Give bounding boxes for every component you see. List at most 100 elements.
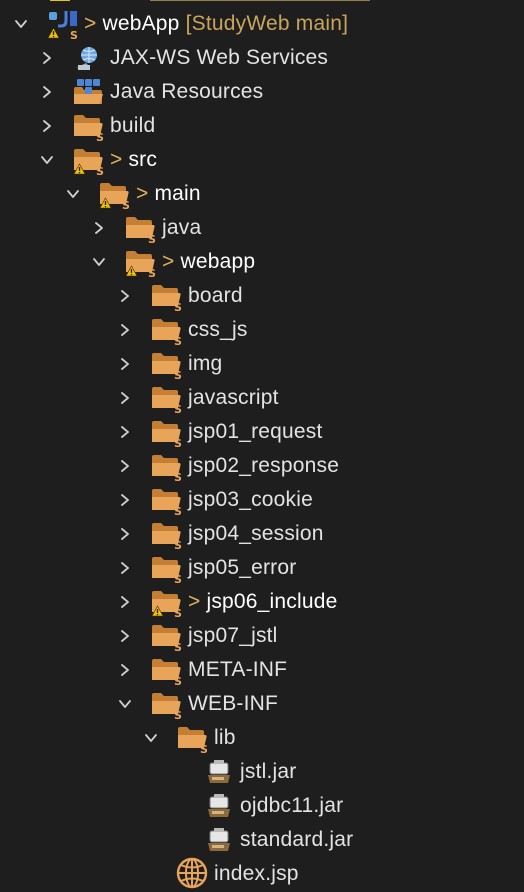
tree-item-webapp[interactable]: S >webApp [StudyWeb main] bbox=[0, 7, 524, 41]
tree-item-src[interactable]: S>src bbox=[0, 143, 524, 177]
chevron-right-icon[interactable] bbox=[40, 51, 54, 65]
tree-item-label: ojdbc11.jar bbox=[240, 794, 343, 818]
svg-text:S: S bbox=[174, 369, 182, 379]
tree-item-ojdbc11-jar[interactable]: ojdbc11.jar bbox=[0, 789, 524, 823]
tree-item-label: JAX-WS Web Services bbox=[110, 46, 328, 70]
jar-icon bbox=[202, 791, 236, 821]
git-dirty-marker: > bbox=[110, 148, 123, 171]
svg-text:S: S bbox=[174, 709, 182, 719]
project-icon: S bbox=[46, 9, 80, 39]
chevron-right-icon[interactable] bbox=[118, 561, 132, 575]
folder-icon: S bbox=[72, 145, 106, 175]
chevron-right-icon[interactable] bbox=[118, 289, 132, 303]
tree-item-label: jsp05_error bbox=[188, 556, 296, 580]
tree-item-jax-ws-web-services[interactable]: JAX-WS Web Services bbox=[0, 41, 524, 75]
chevron-down-icon[interactable] bbox=[92, 255, 106, 269]
chevron-right-icon[interactable] bbox=[92, 221, 106, 235]
chevron-down-icon[interactable] bbox=[118, 697, 132, 711]
folder-icon: S bbox=[150, 417, 184, 447]
chevron-right-icon[interactable] bbox=[118, 425, 132, 439]
tree-item-name: standard.jar bbox=[240, 828, 354, 851]
web-services-icon bbox=[72, 43, 106, 73]
chevron-right-icon[interactable] bbox=[118, 493, 132, 507]
tree-item-name: jsp06_include bbox=[206, 590, 338, 613]
tree-item-name: css_js bbox=[188, 318, 248, 341]
svg-text:S: S bbox=[174, 607, 182, 617]
chevron-right-icon[interactable] bbox=[118, 459, 132, 473]
chevron-right-icon[interactable] bbox=[118, 391, 132, 405]
svg-text:S: S bbox=[148, 267, 156, 277]
tree-item-label: java bbox=[162, 216, 201, 240]
tree-item-standard-jar[interactable]: standard.jar bbox=[0, 823, 524, 857]
tree-item-label: >webApp [StudyWeb main] bbox=[84, 12, 348, 36]
tree-item-label: css_js bbox=[188, 318, 248, 342]
svg-text:S: S bbox=[96, 131, 104, 141]
tree-item-name: Java Resources bbox=[110, 80, 264, 103]
tree-item-name: webApp bbox=[102, 12, 180, 35]
svg-text:S: S bbox=[174, 301, 182, 311]
tree-item-jsp06-include[interactable]: S >jsp06_include bbox=[0, 585, 524, 619]
folder-icon: S bbox=[176, 723, 210, 753]
svg-text:S: S bbox=[148, 233, 156, 243]
git-dirty-marker: > bbox=[162, 250, 175, 273]
chevron-right-icon[interactable] bbox=[40, 119, 54, 133]
tree-item-name: img bbox=[188, 352, 223, 375]
tree-item-label: jsp01_request bbox=[188, 420, 323, 444]
svg-text:S: S bbox=[174, 539, 182, 549]
tree-item-name: META-INF bbox=[188, 658, 288, 681]
chevron-right-icon[interactable] bbox=[118, 323, 132, 337]
tree-item-label: build bbox=[110, 114, 155, 138]
chevron-right-icon[interactable] bbox=[118, 663, 132, 677]
tree-item-name: jsp05_error bbox=[188, 556, 297, 579]
svg-text:S: S bbox=[174, 505, 182, 515]
tree-item-name: javascript bbox=[188, 386, 279, 409]
folder-icon: S bbox=[150, 519, 184, 549]
tree-item-jstl-jar[interactable]: jstl.jar bbox=[0, 755, 524, 789]
tree-item-label: jstl.jar bbox=[240, 760, 296, 784]
tree-item-label: standard.jar bbox=[240, 828, 353, 852]
chevron-down-icon[interactable] bbox=[66, 187, 80, 201]
tree-item-webapp[interactable]: S >webapp bbox=[0, 245, 524, 279]
chevron-right-icon[interactable] bbox=[40, 85, 54, 99]
jar-icon bbox=[202, 825, 236, 855]
tree-item-label: img bbox=[188, 352, 222, 376]
svg-text:S: S bbox=[70, 29, 78, 39]
tree-item-name: jsp04_session bbox=[188, 522, 324, 545]
chevron-right-icon[interactable] bbox=[118, 629, 132, 643]
tree-item-label: >jsp06_include bbox=[188, 590, 338, 614]
tree-item-label: >webapp bbox=[162, 250, 255, 274]
chevron-right-icon[interactable] bbox=[118, 357, 132, 371]
tree-item-java-resources[interactable]: Java Resources bbox=[0, 75, 524, 109]
folder-icon: S bbox=[150, 621, 184, 651]
chevron-down-icon[interactable] bbox=[40, 153, 54, 167]
tree-item-main[interactable]: S>main bbox=[0, 177, 524, 211]
chevron-down-icon[interactable] bbox=[14, 17, 28, 31]
tree-item-index-jsp[interactable]: index.jsp bbox=[0, 857, 524, 891]
tree-item-name: main bbox=[154, 182, 201, 205]
chevron-right-icon[interactable] bbox=[118, 527, 132, 541]
clipped-previous-row bbox=[40, 0, 380, 4]
tree-item-label: lib bbox=[214, 726, 236, 750]
folder-icon: S bbox=[150, 451, 184, 481]
chevron-down-icon[interactable] bbox=[144, 731, 158, 745]
chevron-right-icon[interactable] bbox=[118, 595, 132, 609]
tree-item-name: src bbox=[128, 148, 158, 171]
folder-icon: S bbox=[72, 111, 106, 141]
tree-item-label: Java Resources bbox=[110, 80, 263, 104]
